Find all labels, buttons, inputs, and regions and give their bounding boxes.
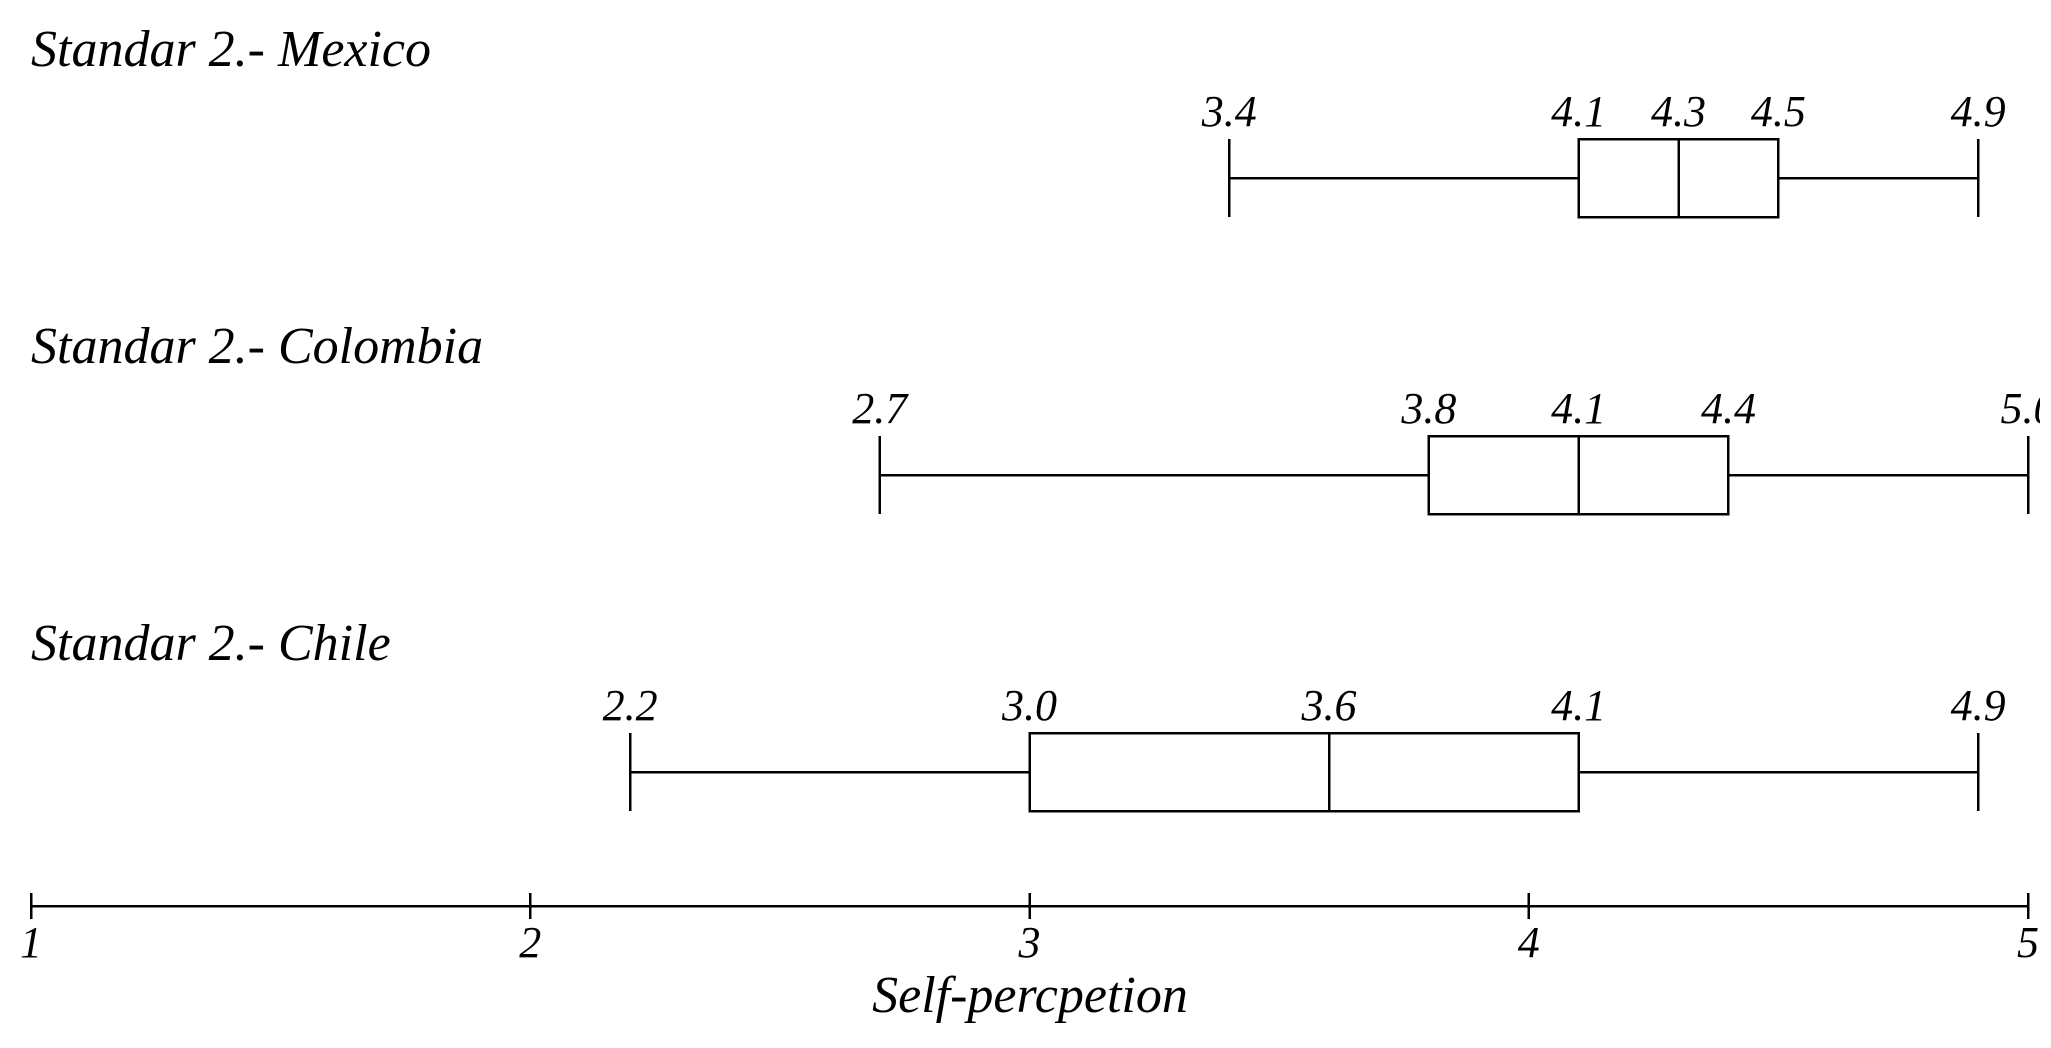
value-label-q3: 4.1 <box>1551 681 1606 730</box>
box-series-1: Standar 2.- Colombia 2.7 3.8 4.1 4.4 5.0 <box>31 318 2051 516</box>
box-series-0: Standar 2.- Mexico 3.4 4.1 4.3 4.5 4.9 <box>31 21 2006 219</box>
value-label-q1: 3.8 <box>1400 384 1456 433</box>
x-tick-label-1: 2 <box>519 918 541 967</box>
value-label-q3: 4.5 <box>1751 87 1806 136</box>
value-label-min: 2.7 <box>852 384 909 433</box>
x-tick-label-2: 3 <box>1018 918 1041 967</box>
value-label-median: 3.6 <box>1301 681 1357 730</box>
value-label-q1: 4.1 <box>1551 87 1606 136</box>
x-tick-label-0: 1 <box>20 918 42 967</box>
value-label-max: 4.9 <box>1951 681 2006 730</box>
value-label-median: 4.3 <box>1651 87 1706 136</box>
value-label-median: 4.1 <box>1551 384 1606 433</box>
value-label-max: 4.9 <box>1951 87 2006 136</box>
value-label-q1: 3.0 <box>1001 681 1057 730</box>
value-label-min: 3.4 <box>1201 87 1257 136</box>
value-label-min: 2.2 <box>603 681 658 730</box>
series-title: Standar 2.- Mexico <box>31 21 431 78</box>
series-title: Standar 2.- Chile <box>31 615 391 672</box>
series-title: Standar 2.- Colombia <box>31 318 483 375</box>
x-tick-label-3: 4 <box>1518 918 1540 967</box>
x-tick-label-4: 5 <box>2017 918 2039 967</box>
iqr-box <box>1028 731 1580 813</box>
x-axis-title: Self-percpetion <box>872 967 1188 1024</box>
value-label-q3: 4.4 <box>1701 384 1756 433</box>
value-label-max: 5.0 <box>2001 384 2051 433</box>
box-series-2: Standar 2.- Chile 2.2 3.0 3.6 4.1 4.9 <box>31 615 2006 813</box>
